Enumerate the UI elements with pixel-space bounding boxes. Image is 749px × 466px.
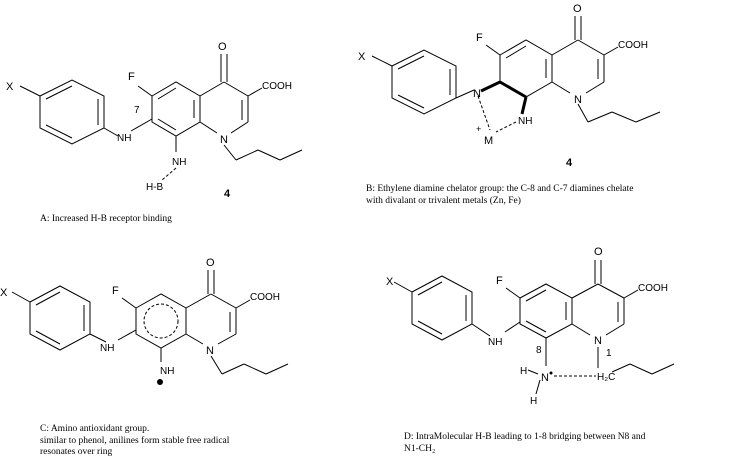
label-n-ring: N (220, 134, 228, 146)
label-nh-anilino: NH (488, 337, 502, 348)
structure-d (393, 260, 675, 395)
label-h-top: H (520, 366, 527, 377)
caption-c-line-3: resonates over ring (40, 447, 113, 457)
structure-a-labels: X F O COOH 7 NH N NH H-B 4 (6, 41, 292, 200)
label-n-ring: N (206, 345, 214, 357)
structure-b-labels: X F O COOH N N NH + M 4 (358, 3, 648, 169)
label-x: X (358, 51, 366, 63)
label-f: F (112, 285, 119, 297)
label-plus: + (476, 124, 481, 134)
label-position-7: 7 (134, 105, 140, 116)
label-nh-8: NH (160, 366, 174, 377)
structure-d-labels: X F O COOH NH N 8 1 H N H H₂C (386, 246, 668, 407)
caption-d-line-2: N1-CH₂ (404, 443, 436, 454)
label-nh-8: NH (172, 157, 186, 168)
label-h2c: H₂C (597, 372, 615, 383)
structure-c-labels: X F O COOH NH N NH (0, 257, 280, 377)
caption-b-line-1: B: Ethylene diamine chelator group: the … (366, 184, 634, 194)
caption-c-line-1: C: Amino antioxidant group. (40, 424, 150, 434)
label-n-8: N (541, 372, 549, 384)
label-cooh: COOH (250, 292, 280, 303)
label-nh-anilino: NH (117, 133, 131, 144)
label-f: F (476, 32, 483, 44)
label-o: O (594, 246, 603, 258)
label-n-ring: N (594, 335, 602, 347)
compound-number: 4 (224, 188, 231, 200)
label-o: O (573, 3, 582, 15)
label-o: O (206, 257, 215, 269)
compound-number: 4 (566, 157, 573, 169)
label-position-1: 1 (606, 348, 612, 359)
label-x: X (386, 276, 394, 288)
label-hb: H-B (146, 182, 164, 193)
caption-c-line-2: similar to phenol, anilines form stable … (40, 435, 230, 446)
label-n-anilino: N (473, 88, 481, 100)
caption-b-line-2: with divalant or trivalent metals (Zn, F… (366, 195, 521, 206)
structure-a (19, 54, 303, 181)
label-nh-anilino: NH (100, 343, 114, 354)
label-f: F (496, 275, 503, 287)
structure-c (11, 270, 289, 375)
label-o: O (218, 41, 227, 53)
caption-d-line-1: D: IntraMolecular H-B leading to 1-8 bri… (404, 432, 646, 442)
label-metal: M (484, 135, 493, 147)
structure-b (371, 16, 661, 133)
label-position-8: 8 (536, 345, 542, 356)
label-x: X (0, 287, 8, 299)
radical-dot (549, 371, 553, 375)
caption-d: D: IntraMolecular H-B leading to 1-8 bri… (404, 432, 645, 455)
label-f: F (128, 71, 135, 83)
label-h-bottom: H (530, 396, 537, 407)
label-cooh: COOH (638, 283, 668, 294)
label-cooh: COOH (262, 81, 292, 92)
label-x: X (6, 81, 14, 93)
caption-b: B: Ethylene diamine chelator group: the … (366, 184, 634, 207)
caption-c: C: Amino antioxidant group. similar to p… (40, 424, 229, 459)
label-nh-8: NH (518, 116, 532, 127)
label-cooh: COOH (618, 40, 648, 51)
label-n-ring: N (574, 94, 582, 106)
caption-a: A: Increased H-B receptor binding (40, 214, 172, 224)
radical-dot (157, 379, 163, 385)
